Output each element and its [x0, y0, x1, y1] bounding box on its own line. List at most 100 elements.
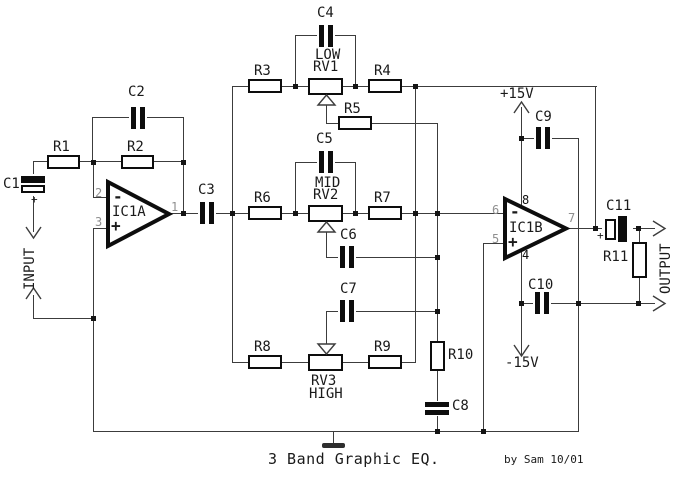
capacitor-C4-label: C4 [317, 5, 334, 21]
capacitor-C7-label: C7 [340, 281, 357, 297]
capacitor-plate [131, 107, 136, 129]
wire [326, 104, 327, 124]
junction-dot [519, 301, 524, 306]
capacitor-plate [340, 246, 345, 268]
wire [93, 228, 94, 432]
vplus-arrow-up-icon [513, 100, 530, 114]
capacitor-C1-label: C1 [3, 176, 20, 192]
capacitor-plate [536, 127, 541, 149]
junction-dot [636, 301, 641, 306]
junction-dot [413, 211, 418, 216]
input-port-label: INPUT [22, 247, 38, 290]
junction-dot [230, 211, 235, 216]
pot-rv1-band-label: LOW [315, 47, 341, 63]
capacitor-C9-label: C9 [535, 109, 552, 125]
junction-dot [435, 211, 440, 216]
wire [93, 228, 109, 229]
capacitor-plate [328, 151, 333, 173]
capacitor-plate [605, 219, 616, 240]
junction-dot [293, 211, 298, 216]
schematic-title: 3 Band Graphic EQ. [268, 450, 440, 468]
ic1b-pin6-number: 6 [492, 203, 500, 217]
resistor-R6 [248, 206, 282, 220]
ic1a-inverting-sign: - [113, 187, 123, 206]
junction-dot [353, 84, 358, 89]
pot-rv1-ref-label: RV1 [313, 59, 339, 75]
wire [183, 117, 184, 163]
wire [415, 86, 416, 363]
wire [33, 318, 94, 319]
resistor-R5 [338, 116, 372, 130]
resistor-R2-label: R2 [127, 139, 144, 155]
wire [326, 311, 327, 345]
pot-rv3-ref-label: RV3 [311, 373, 337, 389]
input-arrow-down-icon [25, 226, 42, 240]
capacitor-C10-label: C10 [528, 277, 554, 293]
capacitor-C5-label: C5 [316, 131, 333, 147]
potentiometer-RV1 [308, 78, 343, 95]
opamp-IC1B [503, 195, 571, 262]
wire [483, 243, 506, 244]
ic1b-pin8-number: 8 [522, 193, 530, 207]
wire [326, 123, 438, 124]
resistor-R1 [47, 155, 80, 169]
resistor-R3 [248, 79, 282, 93]
wire [93, 431, 579, 432]
ic1a-noninverting-sign: + [111, 216, 121, 235]
resistor-R9 [368, 355, 402, 369]
c1-plus-sign: + [31, 193, 38, 206]
wire [521, 107, 522, 209]
resistor-R6-label: R6 [254, 190, 271, 206]
capacitor-C8-label: C8 [452, 398, 469, 414]
capacitor-plate [544, 292, 549, 314]
junction-dot [576, 301, 581, 306]
wire [437, 123, 438, 433]
wire [355, 162, 356, 214]
resistor-R11-label: R11 [603, 249, 629, 265]
junction-dot [435, 255, 440, 260]
junction-dot [91, 160, 96, 165]
resistor-R10 [430, 341, 445, 371]
junction-dot [353, 211, 358, 216]
capacitor-plate [200, 202, 205, 224]
capacitor-plate [209, 202, 214, 224]
output-port-label: OUTPUT [658, 243, 674, 294]
resistor-R1-label: R1 [53, 139, 70, 155]
potentiometer-RV2 [308, 205, 343, 222]
wire [326, 257, 438, 258]
wire [93, 162, 94, 198]
resistor-R11 [632, 242, 647, 278]
junction-dot [435, 429, 440, 434]
resistor-R2 [121, 155, 154, 169]
wire [93, 197, 109, 198]
wire [483, 243, 484, 433]
resistor-R5-label: R5 [344, 101, 361, 117]
resistor-R4-label: R4 [374, 63, 391, 79]
pot-rv3-band-label: HIGH [309, 386, 343, 402]
capacitor-C2-label: C2 [128, 84, 145, 100]
pot-wiper-icon [316, 343, 337, 356]
vminus-label: -15V [505, 355, 539, 371]
resistor-R8 [248, 355, 282, 369]
output-chevron-right-icon [652, 220, 667, 237]
wire [326, 311, 438, 312]
capacitor-C11-label: C11 [606, 198, 632, 214]
capacitor-plate [21, 176, 45, 183]
capacitor-plate [140, 107, 145, 129]
ic1b-pin7-number: 7 [568, 211, 576, 225]
wire [33, 161, 184, 162]
wire [355, 35, 356, 87]
ic1a-pin3-number: 3 [95, 215, 103, 229]
opamp-IC1A-label: IC1A [112, 204, 146, 220]
author-credit: by Sam 10/01 [504, 453, 584, 466]
capacitor-C3-label: C3 [198, 182, 215, 198]
resistor-R7 [368, 206, 402, 220]
junction-dot [481, 429, 486, 434]
ic1b-noninverting-sign: + [508, 232, 518, 251]
pot-wiper-icon [316, 93, 337, 106]
junction-dot [91, 316, 96, 321]
input-chevron-up-icon [25, 286, 42, 300]
output-chevron-right-icon [652, 295, 667, 312]
junction-dot [181, 211, 186, 216]
